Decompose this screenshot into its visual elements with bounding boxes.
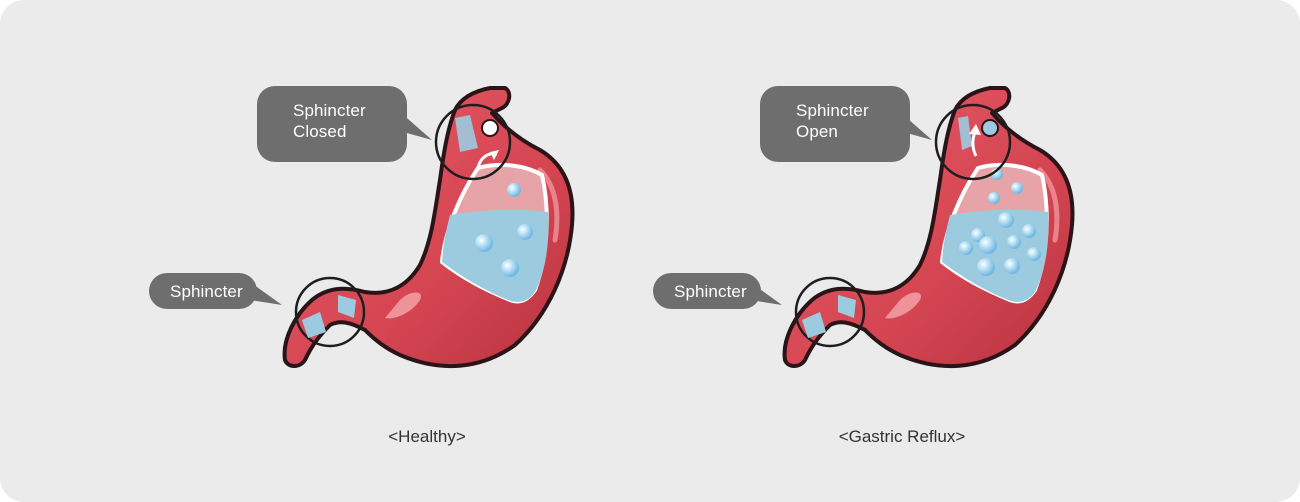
upper-callout-line-1: Sphincter [293,100,407,121]
reflux-caption: <Gastric Reflux> [839,427,966,447]
healthy-caption: <Healthy> [388,427,466,447]
lower-callout-label: Sphincter [674,281,761,302]
upper-callout-line-2: Closed [293,121,407,142]
upper-callout-line-2: Open [796,121,910,142]
lower-sphincter-callout: Sphincter [653,273,761,309]
upper-sphincter-callout: Sphincter Closed [257,86,407,162]
upper-sphincter-callout: Sphincter Open [760,86,910,162]
reflux-diagram: Sphincter Open Sphincter <Gastric Reflux… [500,0,1150,502]
reflux-stomach-illustration [500,0,1150,502]
lower-sphincter-callout: Sphincter [149,273,257,309]
lower-callout-label: Sphincter [170,281,257,302]
upper-callout-line-1: Sphincter [796,100,910,121]
